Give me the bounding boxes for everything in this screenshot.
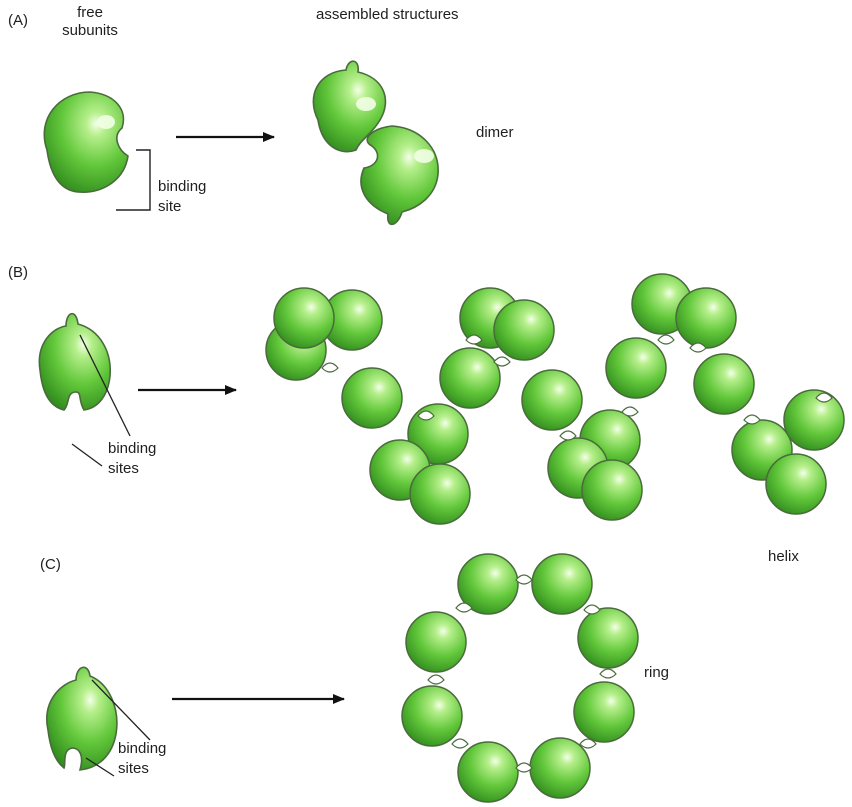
panel-a-free-subunit <box>44 92 128 192</box>
ring <box>402 554 638 802</box>
panel-b-letter: (B) <box>8 264 28 282</box>
panel-b-free-subunit <box>39 314 110 410</box>
binding-sites-label-c-line2: sites <box>118 760 149 778</box>
binding-sites-label-c-line1: binding <box>118 740 166 758</box>
binding-site-label-line2: site <box>158 198 181 216</box>
ring-label: ring <box>644 664 669 682</box>
binding-site-label-line1: binding <box>158 178 206 196</box>
panel-c-letter: (C) <box>40 556 61 574</box>
dimer <box>313 61 438 224</box>
binding-sites-label-b-line2: sites <box>108 460 139 478</box>
free-label-line2: subunits <box>52 22 128 40</box>
assembled-structures-title: assembled structures <box>316 6 459 24</box>
panel-c-free-subunit <box>47 667 117 770</box>
binding-sites-label-b-line1: binding <box>108 440 156 458</box>
helix <box>266 274 844 524</box>
binding-site-leader-b2 <box>72 444 102 466</box>
free-label-line1: free <box>62 4 118 22</box>
panel-a-letter: (A) <box>8 12 28 30</box>
dimer-label: dimer <box>476 124 514 142</box>
helix-label: helix <box>768 548 799 566</box>
